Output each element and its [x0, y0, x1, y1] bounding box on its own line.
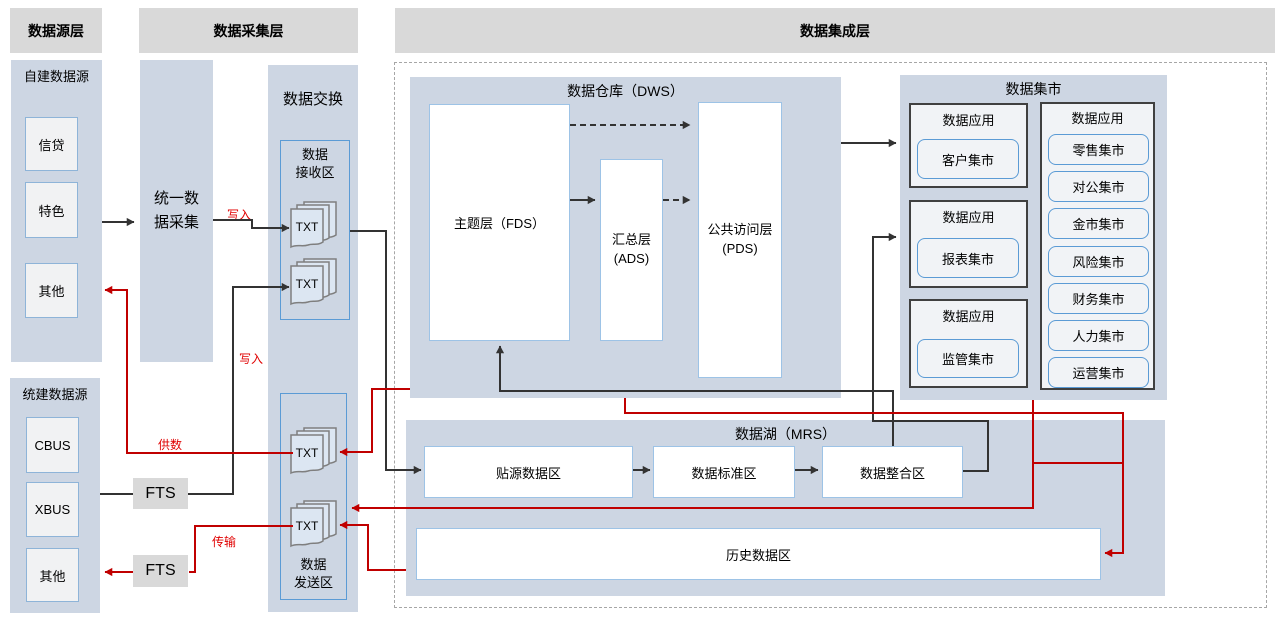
gov-built-title: 统建数据源: [22, 387, 88, 402]
mart-customer: 客户集市: [917, 139, 1019, 179]
source-box-other-gov-label: 其他: [39, 568, 66, 584]
dws-pds-label: 公共访问层 (PDS): [707, 222, 773, 256]
mart-customer-label: 客户集市: [941, 152, 994, 168]
mrs-source-zone: 贴源数据区: [424, 446, 633, 498]
mrs-integrate-zone-label: 数据整合区: [859, 465, 925, 481]
header-integrate-layer: 数据集成层: [395, 8, 1275, 53]
svg-text:TXT: TXT: [296, 519, 319, 533]
mrs-history-zone: 历史数据区: [416, 528, 1101, 580]
mart-hr: 人力集市: [1048, 320, 1149, 351]
source-box-xbus: XBUS: [26, 482, 79, 537]
mart-risk: 风险集市: [1048, 246, 1149, 277]
svg-text:TXT: TXT: [296, 446, 319, 460]
source-box-cbus-label: CBUS: [34, 437, 71, 453]
edge-label-write-2: 写入: [239, 352, 264, 366]
source-box-other-gov: 其他: [26, 548, 79, 602]
mrs-standard-zone-label: 数据标准区: [691, 465, 757, 481]
mart-report: 报表集市: [917, 238, 1019, 278]
mart-regulatory: 监管集市: [917, 339, 1019, 378]
source-box-xbus-label: XBUS: [34, 502, 71, 517]
dws-ads-label: 汇总层 (ADS): [611, 232, 651, 266]
mart-retail: 零售集市: [1048, 134, 1149, 165]
app-box-1-title: 数据应用: [942, 113, 995, 128]
header-collect-layer-label: 数据采集层: [213, 22, 284, 39]
svg-text:TXT: TXT: [296, 220, 319, 234]
mart-risk-label: 风险集市: [1072, 255, 1125, 270]
mrs-source-zone-label: 贴源数据区: [495, 465, 561, 481]
fts-box-2: FTS: [133, 555, 188, 587]
self-built-title: 自建数据源: [23, 69, 89, 84]
app-box-right-title: 数据应用: [1071, 111, 1124, 126]
txt-file-send-1: TXT: [290, 427, 337, 475]
txt-file-recv-2: TXT: [290, 258, 337, 306]
fts-box-1-label: FTS: [145, 484, 176, 502]
txt-file-send-2: TXT: [290, 500, 337, 548]
header-collect-layer: 数据采集层: [139, 8, 358, 53]
mart-goldmkt: 金市集市: [1048, 208, 1149, 239]
recv-zone-box: [280, 140, 350, 320]
dws-fds-label: 主题层（FDS）: [453, 216, 545, 231]
mart-finance-label: 财务集市: [1072, 292, 1125, 307]
header-integrate-layer-label: 数据集成层: [800, 22, 870, 39]
app-box-3-title: 数据应用: [942, 309, 995, 324]
svg-text:TXT: TXT: [296, 277, 319, 291]
mart-finance: 财务集市: [1048, 283, 1149, 314]
header-source-layer-label: 数据源层: [28, 22, 84, 39]
mart-operation-label: 运营集市: [1072, 366, 1125, 381]
marts-title: 数据集市: [1005, 81, 1062, 97]
dws-pds-box: 公共访问层 (PDS): [698, 102, 782, 378]
txt-file-recv-1: TXT: [290, 201, 337, 249]
unified-collect-label: 统一数 据采集: [153, 190, 199, 231]
fts-box-2-label: FTS: [145, 562, 176, 579]
dws-fds-box: 主题层（FDS）: [429, 104, 570, 341]
recv-zone-label: 数据 接收区: [295, 147, 335, 180]
edge-label-supply: 供数: [158, 438, 183, 452]
source-box-other-self: 其他: [25, 263, 78, 318]
source-box-credit: 信贷: [25, 117, 78, 171]
mart-corporate: 对公集市: [1048, 171, 1149, 202]
header-source-layer: 数据源层: [10, 8, 102, 53]
mrs-standard-zone: 数据标准区: [653, 446, 795, 498]
source-box-special: 特色: [25, 182, 78, 238]
fts-box-1: FTS: [133, 478, 188, 509]
source-box-other-self-label: 其他: [38, 284, 65, 299]
mart-corporate-label: 对公集市: [1072, 180, 1125, 195]
edge-label-transfer: 传输: [212, 535, 237, 549]
dws-ads-box: 汇总层 (ADS): [600, 159, 663, 341]
mart-report-label: 报表集市: [941, 251, 994, 267]
mrs-history-zone-label: 历史数据区: [725, 547, 791, 563]
mart-hr-label: 人力集市: [1072, 329, 1125, 344]
source-box-cbus: CBUS: [26, 417, 79, 473]
source-box-credit-label: 信贷: [38, 137, 65, 153]
dws-title: 数据仓库（DWS）: [567, 83, 684, 99]
mart-operation: 运营集市: [1048, 357, 1149, 388]
mrs-integrate-zone: 数据整合区: [822, 446, 963, 498]
send-zone-box: [280, 393, 347, 600]
send-zone-label: 数据 发送区: [293, 557, 333, 590]
mart-retail-label: 零售集市: [1072, 143, 1125, 158]
exchange-title: 数据交换: [282, 91, 343, 108]
mart-regulatory-label: 监管集市: [941, 352, 994, 367]
source-box-special-label: 特色: [38, 203, 65, 219]
mrs-title: 数据湖（MRS）: [734, 426, 837, 442]
app-box-2-title: 数据应用: [942, 210, 995, 225]
edge-label-write-1: 写入: [227, 208, 252, 222]
mart-goldmkt-label: 金市集市: [1072, 217, 1125, 232]
unified-collect-panel: 统一数 据采集: [140, 60, 213, 362]
